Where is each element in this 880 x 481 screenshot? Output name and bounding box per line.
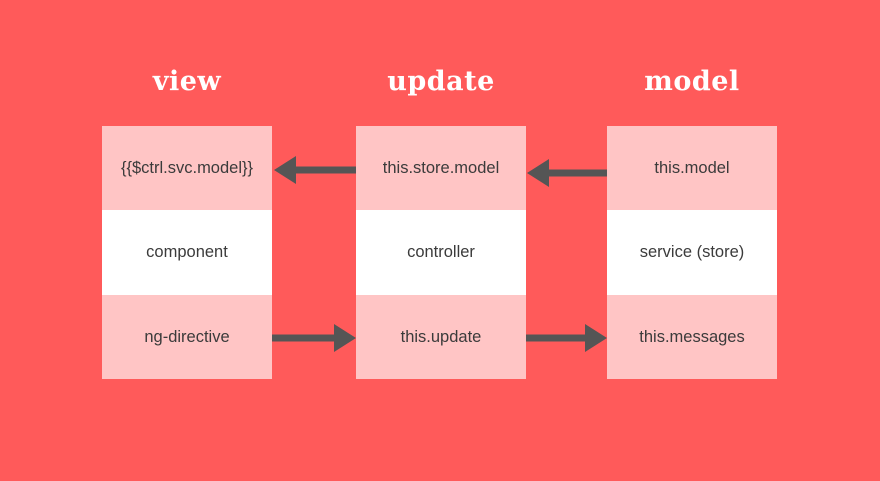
arrow-update-to-view xyxy=(274,156,356,184)
view-template-binding: {{$ctrl.svc.model}} xyxy=(102,126,272,210)
update-title: update xyxy=(387,66,495,97)
view-directive: ng-directive xyxy=(102,295,272,379)
arrow-update-to-model xyxy=(526,324,607,352)
update-store-model: this.store.model xyxy=(356,126,526,210)
update-controller: controller xyxy=(356,210,526,295)
model-service-store: service (store) xyxy=(607,210,777,295)
model-messages: this.messages xyxy=(607,295,777,379)
update-function: this.update xyxy=(356,295,526,379)
view-column: {{$ctrl.svc.model}} component ng-directi… xyxy=(102,126,272,379)
view-title: view xyxy=(152,66,222,97)
model-column: this.model service (store) this.messages xyxy=(607,126,777,379)
view-component: component xyxy=(102,210,272,295)
model-data: this.model xyxy=(607,126,777,210)
arrow-view-to-update xyxy=(272,324,356,352)
model-title: model xyxy=(644,66,740,97)
arrow-model-to-update xyxy=(527,159,607,187)
update-column: this.store.model controller this.update xyxy=(356,126,526,379)
